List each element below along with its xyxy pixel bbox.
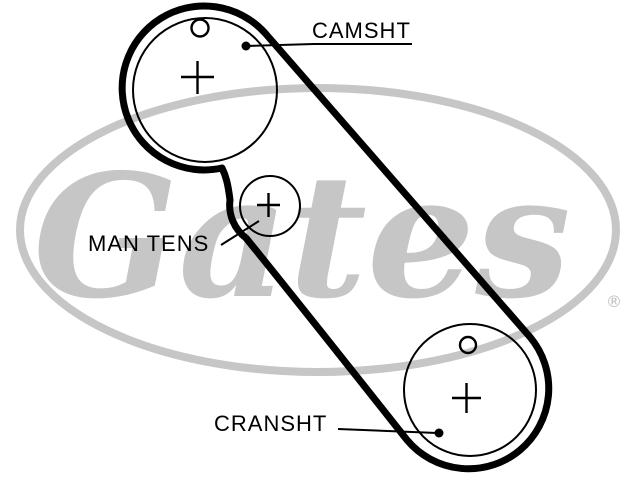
camshaft-cross-mark-icon	[181, 61, 214, 94]
crankshaft-callout: CRANSHT	[214, 411, 444, 438]
camshaft-timing-hole-icon	[190, 18, 210, 38]
timing-belt	[118, 2, 553, 473]
tensioner-label: MAN TENS	[88, 231, 209, 256]
crankshaft-pulley-circle	[403, 323, 537, 457]
crankshaft-cross-mark-icon	[452, 383, 481, 413]
crankshaft-pulley	[403, 323, 537, 457]
camshaft-pulley-circle	[132, 17, 278, 163]
tensioner-pulley-circle	[239, 175, 301, 237]
crankshaft-pointer-dot	[434, 428, 444, 438]
camshaft-pointer-line	[245, 43, 412, 47]
camshaft-pointer-dot	[241, 41, 251, 51]
tensioner-pulley	[239, 175, 301, 237]
registered-trademark-icon: ®	[606, 292, 622, 311]
watermark-ellipse-swash	[16, 84, 620, 376]
tensioner-cross-mark-icon	[257, 193, 280, 217]
tensioner-callout: MAN TENS	[88, 220, 260, 256]
crankshaft-pointer-line	[337, 428, 438, 434]
camshaft-label: CAMSHT	[312, 18, 411, 43]
crankshaft-label: CRANSHT	[214, 411, 327, 436]
tensioner-pointer-line	[220, 220, 260, 246]
crankshaft-timing-hole-icon	[458, 335, 478, 355]
camshaft-pulley	[132, 17, 278, 163]
camshaft-callout: CAMSHT	[241, 18, 412, 51]
